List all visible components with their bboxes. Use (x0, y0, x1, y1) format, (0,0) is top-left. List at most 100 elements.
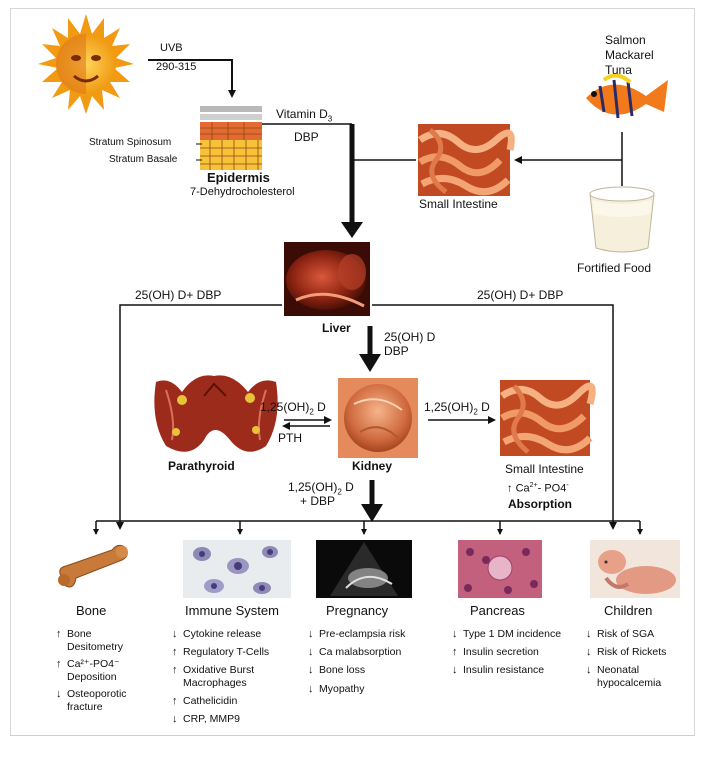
pancreas-effect-text: Type 1 DM incidence (463, 628, 562, 640)
down-arrow-icon: ↓ (586, 628, 592, 640)
target-title-children: Children (604, 603, 653, 618)
pregnancy-effect-text: Ca malabsorption (319, 646, 402, 659)
bone-effect-item: ↑ Ca²⁺-PO4⁻ Deposition (56, 658, 168, 683)
target-title-bone: Bone (76, 603, 107, 618)
pregnancy-effect-text: Pre-eclampsia risk (319, 628, 406, 640)
immune-effect-item: ↓Cytokine release (172, 628, 304, 641)
down-arrow-icon: ↓ (56, 688, 62, 701)
down-arrow-icon: ↓ (586, 646, 592, 659)
down-arrow-icon: ↓ (586, 664, 592, 677)
bone-effect-item: ↑ Bone Desitometry (56, 628, 168, 653)
uvb-range-label: 290-315 (156, 61, 197, 73)
pregnancy-effect-item: ↓ Ca malabsorption (308, 646, 446, 659)
children-effect-item: ↓ Risk of Rickets (586, 646, 694, 659)
fish-name-tuna: Tuna (605, 63, 632, 77)
ultrasound-image (316, 540, 412, 598)
target-title-pancreas: Pancreas (470, 603, 525, 618)
target-title-immune: Immune System (185, 603, 279, 618)
children-effect-item: ↓ Risk of SGA (586, 628, 694, 641)
liver-to-kidney-label: 25(OH) D (384, 330, 436, 344)
down-arrow-icon: ↓ (172, 712, 178, 725)
baby-image (590, 540, 680, 598)
pregnancy-effect-text: Myopathy (319, 682, 365, 695)
target-title-pregnancy: Pregnancy (326, 603, 389, 618)
up-arrow-icon: ↑ (452, 646, 458, 659)
fortified-food-label: Fortified Food (577, 261, 652, 275)
small-intestine-top-label: Small Intestine (419, 197, 498, 211)
up-arrow-icon: ↑ (56, 628, 62, 640)
children-effect-text: Risk of Rickets (597, 646, 667, 659)
bone-effects-list: ↑ Bone Desitometry ↑ Ca²⁺-PO4⁻ Deposition ↓ O… (56, 628, 168, 719)
down-arrow-icon: ↓ (308, 646, 314, 659)
immune-effect-item: ↑ Oxidative Burst Macrophages (172, 664, 304, 689)
small-intestine-mid-label: Small Intestine (505, 462, 584, 476)
pancreas-effect-item: ↑Insulin secretion (452, 646, 586, 659)
liver-image (284, 242, 370, 316)
absorption-label: Absorption (508, 497, 572, 511)
pancreas-effects-list: ↓ Type 1 DM incidence ↑Insulin secretion ↓ I… (452, 628, 586, 683)
fish-icon (586, 73, 668, 119)
stratum-basale-label: Stratum Basale (109, 154, 178, 165)
sun-icon (38, 14, 134, 114)
kidney-image (338, 378, 418, 458)
right-branch-arrow (372, 304, 617, 530)
down-arrow-icon: ↓ (452, 664, 458, 677)
liver-to-kidney-dbp-label: DBP (384, 344, 409, 358)
up-arrow-icon: ↑ (172, 646, 178, 659)
pregnancy-effect-item: ↓ Pre-eclampsia risk (308, 628, 446, 641)
down-arrow-icon: ↓ (308, 682, 314, 695)
parathyroid-label: Parathyroid (168, 459, 235, 473)
calcitriol-right-label: 1,25(OH)2 D (424, 400, 490, 417)
pancreas-effect-item: ↓ Insulin resistance (452, 664, 586, 677)
immune-effect-item: ↑Cathelicidin (172, 695, 304, 708)
pregnancy-effect-item: ↓Bone loss (308, 664, 446, 677)
immune-effects-list: ↓Cytokine release ↑ Regulatory T-Cells ↑ Oxi… (172, 628, 304, 731)
ca-po4-label: ↑ Ca2+- PO4- (507, 482, 569, 495)
down-arrow-icon: ↓ (452, 628, 458, 640)
up-arrow-icon: ↑ (56, 658, 62, 671)
down-arrow-icon: ↓ (172, 628, 178, 640)
up-arrow-icon: ↑ (172, 694, 178, 707)
calcitriol-left-label: 1,25(OH)2 D (260, 400, 326, 417)
pth-label: PTH (278, 431, 302, 445)
kidney-output-dbp-label: + DBP (300, 494, 336, 508)
milk-glass-icon (589, 186, 655, 253)
pregnancy-effects-list: ↓ Pre-eclampsia risk ↓ Ca malabsorption ↓Bon… (308, 628, 446, 701)
vitamin-d3-label: Vitamin D3 (276, 107, 333, 124)
fish-name-mackarel: Mackarel (605, 48, 654, 62)
small-intestine-mid-image (499, 380, 596, 456)
parathyroid-image (154, 375, 278, 452)
pancreas-histology-image (458, 540, 542, 598)
uvb-arrow (148, 59, 236, 98)
bone-effect-item: ↓ Osteoporotic fracture (56, 688, 168, 713)
children-effect-text: Risk of SGA (597, 628, 655, 640)
liver-label: Liver (322, 321, 351, 335)
children-effect-item: ↓ Neonatal hypocalcemia (586, 664, 694, 689)
pregnancy-effect-item: ↓ Myopathy (308, 683, 446, 696)
up-arrow-icon: ↑ (172, 664, 178, 677)
liver-to-kidney-arrowhead (359, 354, 381, 372)
epidermis-icon (200, 106, 262, 170)
kidney-output-arrowhead (361, 504, 383, 522)
children-effects-list: ↓ Risk of SGA ↓ Risk of Rickets ↓ Neonatal hy… (586, 628, 694, 695)
pancreas-effect-item: ↓ Type 1 DM incidence (452, 628, 586, 641)
children-effect-text: Neonatal hypocalcemia (597, 664, 662, 689)
right-branch-label: 25(OH) D+ DBP (477, 288, 564, 302)
pancreas-effect-text: Insulin resistance (463, 664, 545, 677)
bone-effect-text: Bone Desitometry (67, 628, 124, 653)
small-intestine-top-image (417, 124, 515, 196)
bone-effect-text: Ca²⁺-PO4⁻ Deposition (67, 658, 120, 683)
immune-cells-image (183, 540, 291, 598)
bone-effect-text: Osteoporotic fracture (67, 688, 127, 713)
bone-image (52, 540, 134, 598)
immune-effect-item: ↑ Regulatory T-Cells (172, 646, 304, 659)
skin-to-liver-arrowhead (341, 222, 363, 238)
immune-effect-text: Regulatory T-Cells (183, 646, 270, 659)
uvb-label: UVB (160, 42, 183, 54)
fish-name-salmon: Salmon (605, 33, 646, 47)
epidermis-title: Epidermis (207, 170, 270, 185)
immune-effect-text: Oxidative Burst Macrophages (183, 664, 255, 689)
down-arrow-icon: ↓ (308, 628, 314, 640)
kidney-label: Kidney (352, 459, 393, 473)
